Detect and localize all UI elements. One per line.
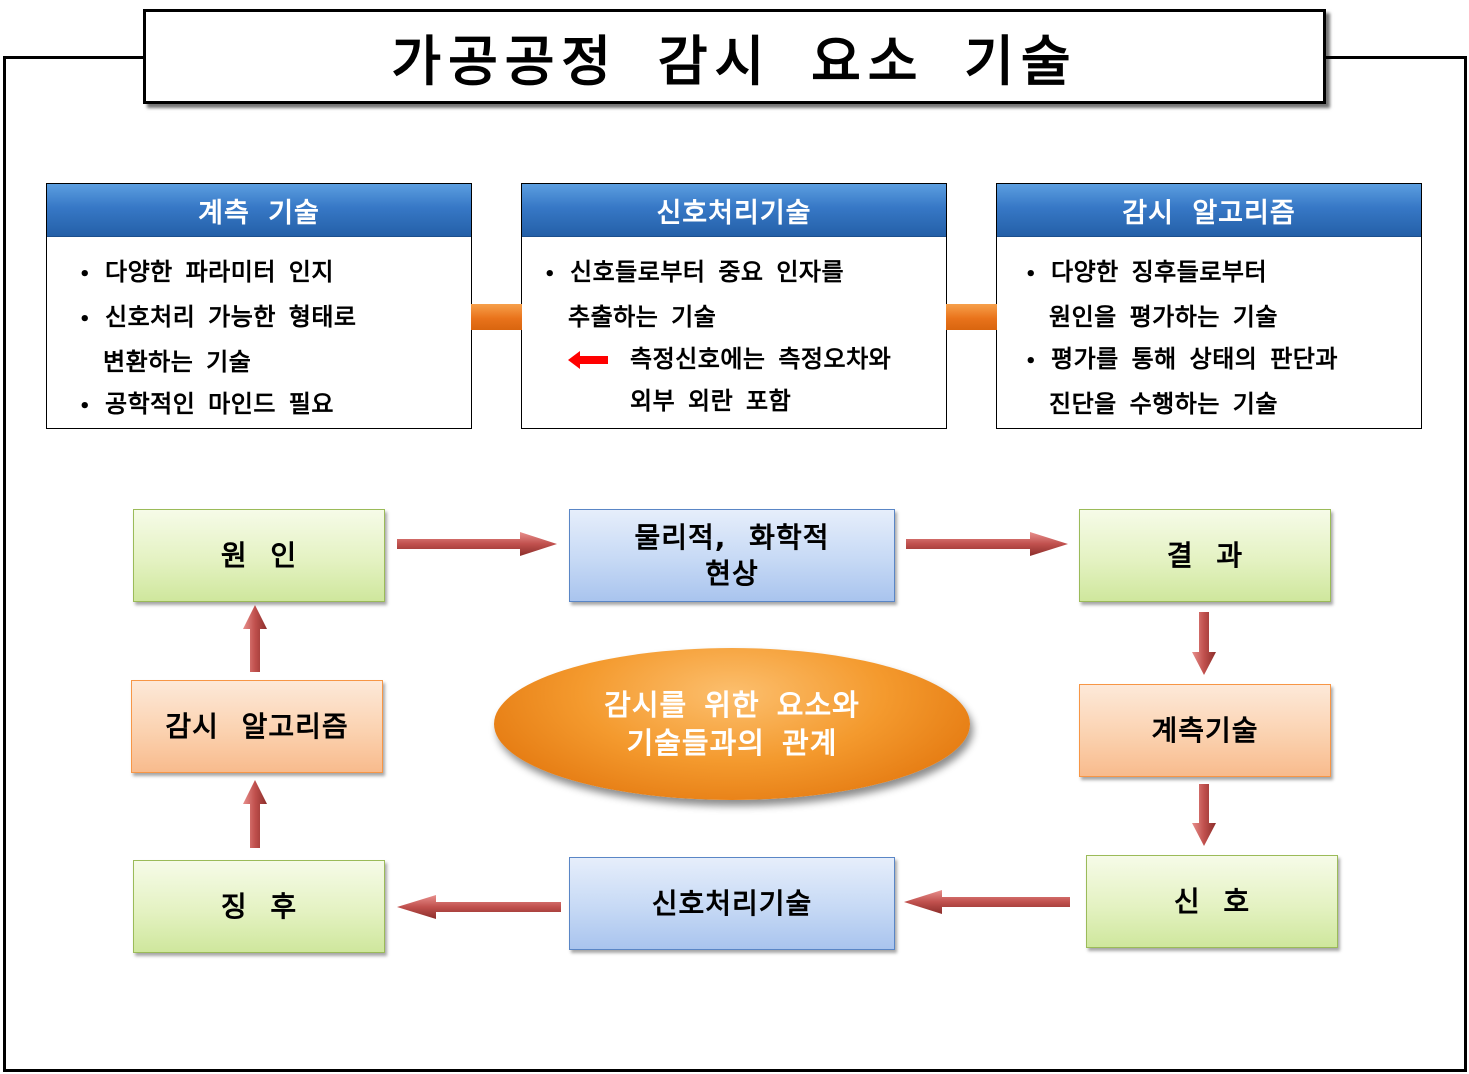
node-monitoring-algorithm: 감시 알고리즘 bbox=[131, 680, 383, 773]
arrow-up bbox=[243, 605, 267, 672]
arrow-left bbox=[397, 895, 561, 919]
node-signal: 신 호 bbox=[1086, 855, 1338, 948]
node-cause: 원 인 bbox=[133, 509, 385, 602]
note-line: 측정신호에는 측정오차와 bbox=[544, 338, 946, 380]
node-symptom: 징 후 bbox=[133, 860, 385, 953]
continuation-line: 원인을 평가하는 기술 bbox=[1049, 303, 1278, 331]
title-box: 가공공정 감시 요소 기술 bbox=[143, 9, 1326, 104]
node-result: 결 과 bbox=[1079, 509, 1331, 602]
center-ellipse: 감시를 위한 요소와 기술들과의 관계 bbox=[494, 648, 970, 800]
bullet-line: •신호들로부터 중요 인자를 bbox=[544, 258, 845, 286]
arrow-down bbox=[1192, 612, 1216, 675]
arrow-up bbox=[243, 780, 267, 848]
panel-body: •신호들로부터 중요 인자를 추출하는 기술 측정신호에는 측정오차와 외부 외… bbox=[522, 237, 946, 422]
page-title: 가공공정 감시 요소 기술 bbox=[391, 30, 1078, 93]
node-measurement: 계측기술 bbox=[1079, 684, 1331, 777]
arrow-right bbox=[397, 532, 557, 556]
bullet-line: •다양한 파라미터 인지 bbox=[79, 258, 334, 286]
panel-connector bbox=[946, 304, 997, 330]
arrow-left bbox=[904, 890, 1070, 914]
arrow-right bbox=[906, 532, 1068, 556]
red-left-arrow-icon bbox=[568, 351, 608, 369]
panel-heading: 계측 기술 bbox=[47, 184, 471, 237]
panel-body: •다양한 징후들로부터 원인을 평가하는 기술 •평가를 통해 상태의 판단과 … bbox=[997, 237, 1421, 425]
panel-measurement: 계측 기술 •다양한 파라미터 인지 •신호처리 가능한 형태로 변환하는 기술… bbox=[46, 183, 472, 429]
continuation-line: 진단을 수행하는 기술 bbox=[1049, 390, 1278, 418]
continuation-line: 추출하는 기술 bbox=[568, 303, 717, 331]
bullet-line: •신호처리 가능한 형태로 bbox=[79, 303, 357, 331]
node-signal-processing: 신호처리기술 bbox=[569, 857, 895, 950]
bullet-line: •공학적인 마인드 필요 bbox=[79, 390, 334, 418]
node-phenomenon: 물리적, 화학적 현상 bbox=[569, 509, 895, 602]
bullet-line: •다양한 징후들로부터 bbox=[1025, 258, 1268, 286]
note-line: 외부 외란 포함 bbox=[630, 387, 792, 415]
panel-heading: 신호처리기술 bbox=[522, 184, 946, 237]
panel-signal-processing: 신호처리기술 •신호들로부터 중요 인자를 추출하는 기술 측정신호에는 측정오… bbox=[521, 183, 947, 429]
panel-monitoring-algorithm: 감시 알고리즘 •다양한 징후들로부터 원인을 평가하는 기술 •평가를 통해 … bbox=[996, 183, 1422, 429]
bullet-line: •평가를 통해 상태의 판단과 bbox=[1025, 345, 1338, 373]
arrow-down bbox=[1192, 784, 1216, 846]
panel-connector bbox=[471, 304, 522, 330]
panel-heading: 감시 알고리즘 bbox=[997, 184, 1421, 237]
panel-body: •다양한 파라미터 인지 •신호처리 가능한 형태로 변환하는 기술 •공학적인… bbox=[47, 237, 471, 428]
continuation-line: 변환하는 기술 bbox=[103, 348, 252, 376]
